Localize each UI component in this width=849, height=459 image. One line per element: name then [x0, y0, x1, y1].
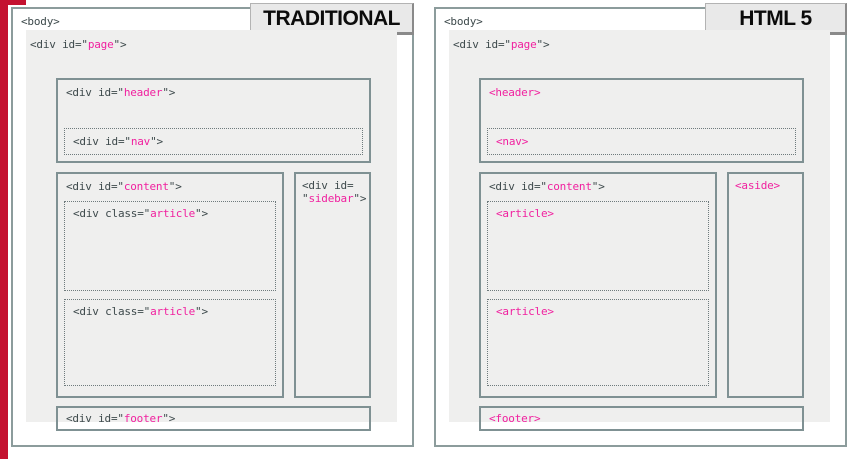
header-open-tag: <div id="header">: [66, 86, 176, 99]
nav-box: <div id="nav">: [64, 128, 363, 155]
header-box: <div id="header"> <div id="nav">: [56, 78, 371, 163]
article-open-tag: <article>: [496, 305, 554, 318]
content-box: <div id="content"> <div class="article">…: [56, 172, 284, 398]
nav-open-tag: <div id="nav">: [73, 135, 163, 148]
page-inner-layout: <header> <nav> <div id="content"> <artic…: [479, 78, 804, 431]
page-open-tag: <div id="page">: [453, 38, 550, 51]
article-open-tag: <div class="article">: [73, 207, 208, 220]
header-box: <header> <nav>: [479, 78, 804, 163]
footer-open-tag: <div id="footer">: [66, 412, 176, 425]
panel-title-badge: TRADITIONAL: [250, 3, 414, 35]
article-open-tag: <article>: [496, 207, 554, 220]
article-box: <article>: [487, 299, 709, 386]
page-inner-layout: <div id="header"> <div id="nav"> <div id…: [56, 78, 371, 431]
red-accent-bar-vertical: [0, 0, 8, 459]
nav-open-tag: <nav>: [496, 135, 529, 148]
page-div-region: <div id="page"> <header> <nav> <div id="…: [449, 30, 830, 431]
content-box: <div id="content"> <article> <article>: [479, 172, 717, 398]
footer-box: <div id="footer">: [56, 406, 371, 431]
page-div-region: <div id="page"> <div id="header"> <div i…: [26, 30, 397, 431]
footer-open-tag: <footer>: [489, 412, 541, 425]
nav-box: <nav>: [487, 128, 796, 155]
content-open-tag: <div id="content">: [489, 180, 605, 193]
article-box: <div class="article">: [64, 299, 276, 386]
footer-box: <footer>: [479, 406, 804, 431]
article-open-tag: <div class="article">: [73, 305, 208, 318]
sidebar-box: <div id= "sidebar">: [294, 172, 371, 398]
body-tag-label: <body>: [21, 15, 60, 28]
aside-open-tag: <aside>: [735, 179, 780, 192]
body-tag-label: <body>: [444, 15, 483, 28]
content-aside-row: <div id="content"> <article> <article> <…: [479, 172, 804, 398]
header-open-tag: <header>: [489, 86, 541, 99]
article-box: <article>: [487, 201, 709, 291]
panel-traditional: <body> TRADITIONAL <div id="page"> <div …: [11, 3, 414, 447]
page-open-tag: <div id="page">: [30, 38, 127, 51]
sidebar-open-tag: <div id= "sidebar">: [302, 179, 367, 205]
article-box: <div class="article">: [64, 201, 276, 291]
aside-box: <aside>: [727, 172, 804, 398]
red-accent-bar-horizontal: [0, 0, 26, 5]
panel-html5: <body> HTML 5 <div id="page"> <header> <…: [434, 3, 847, 447]
content-sidebar-row: <div id="content"> <div class="article">…: [56, 172, 371, 398]
content-open-tag: <div id="content">: [66, 180, 182, 193]
